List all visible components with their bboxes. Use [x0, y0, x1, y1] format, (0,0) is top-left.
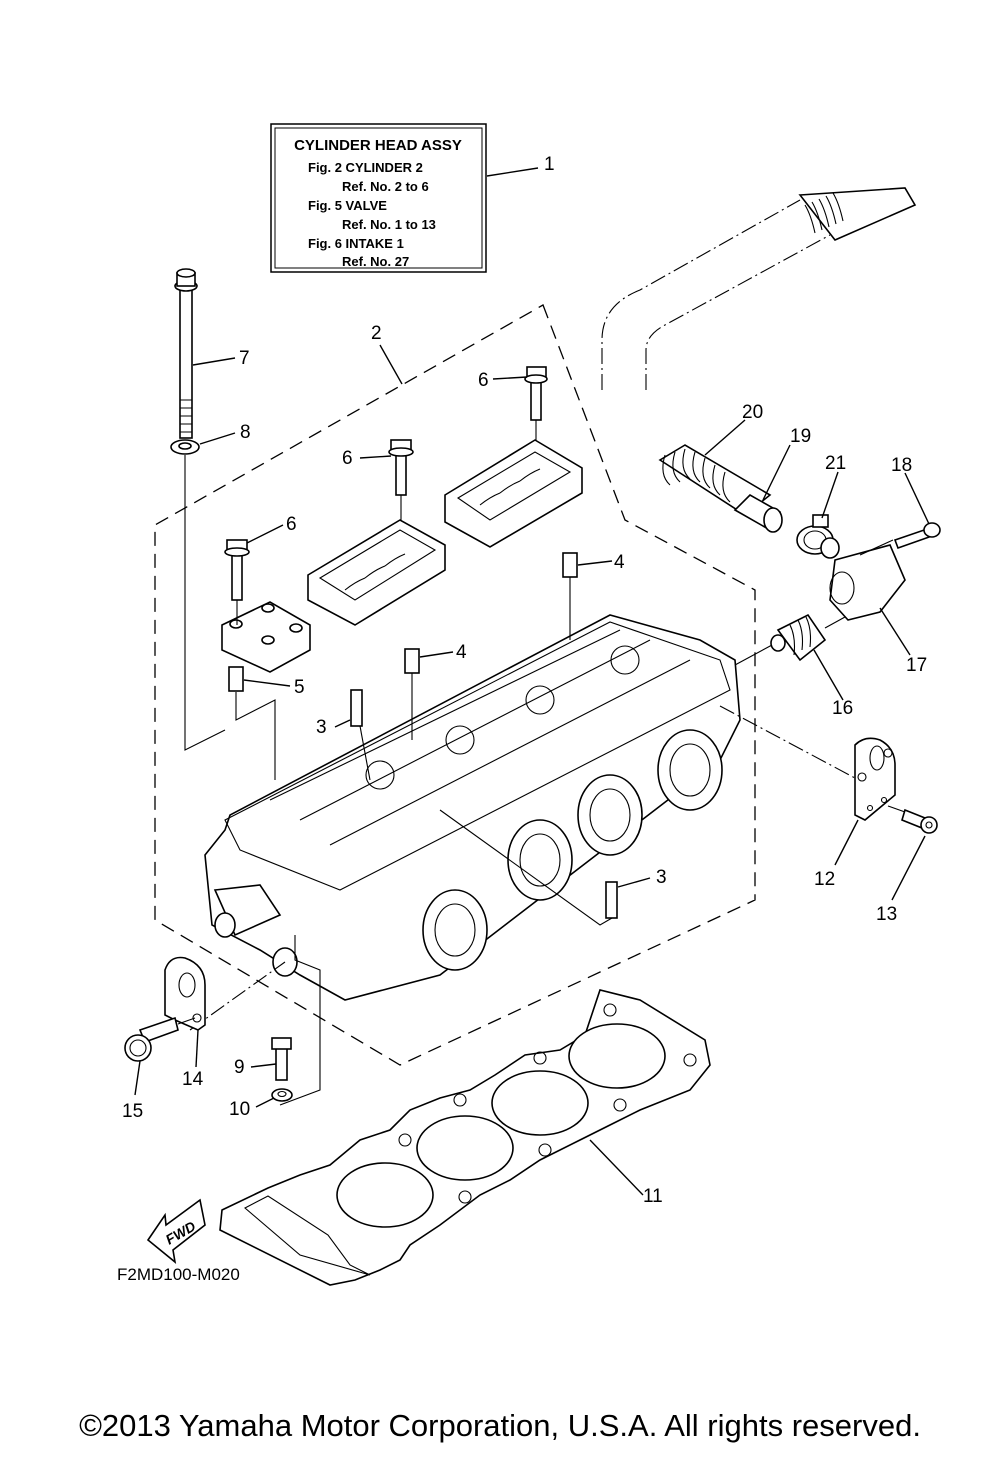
assembly-line-5	[235, 692, 276, 780]
forward-direction-arrow: FWD	[146, 1198, 206, 1264]
callout-2: 2	[371, 323, 382, 344]
assembly-line-14	[189, 961, 286, 1031]
callout-18: 18	[891, 455, 912, 476]
callout-17: 17	[906, 655, 927, 676]
assembly-line-9	[279, 935, 321, 1106]
callout-3a: 3	[316, 717, 327, 738]
cap-bolt	[224, 539, 250, 601]
water-hose	[601, 187, 917, 533]
assembly-line-15	[177, 1017, 196, 1025]
head-bolt-long	[174, 268, 198, 439]
leader-line-10	[255, 1097, 275, 1108]
callout-1: 1	[544, 154, 555, 175]
leader-line-5	[243, 679, 291, 687]
title-box-line-1: Fig. 2 CYLINDER 2	[308, 160, 423, 175]
head-gasket	[219, 989, 711, 1286]
leader-line-1	[486, 167, 539, 177]
callout-6a: 6	[478, 370, 489, 391]
leader-line-16	[813, 649, 844, 701]
leader-line-20	[704, 419, 746, 456]
callout-4b: 4	[456, 642, 467, 663]
leader-line-4a	[577, 560, 613, 566]
dowel-pin	[562, 552, 578, 578]
leader-line-6c	[246, 524, 284, 544]
thermostat	[770, 613, 827, 662]
cap-bolt	[388, 439, 414, 496]
assembly-line-17	[824, 616, 846, 629]
leader-line-17	[879, 607, 911, 656]
camshaft-cap-small	[221, 601, 311, 673]
callout-10: 10	[229, 1099, 250, 1120]
leader-line-8	[199, 432, 236, 445]
assembly-line-16	[734, 644, 773, 666]
washer	[170, 439, 200, 455]
title-box-line-2: Ref. No. 2 to 6	[342, 179, 429, 194]
leader-line-9	[250, 1063, 277, 1068]
callout-6b: 6	[342, 448, 353, 469]
callout-13: 13	[876, 904, 897, 925]
assembly-boundary	[154, 304, 756, 1066]
callout-12: 12	[814, 869, 835, 890]
callout-9: 9	[234, 1057, 245, 1078]
thermostat-cover-bolt	[893, 522, 941, 550]
leader-line-4b	[419, 651, 454, 658]
thermostat-cover	[820, 537, 906, 621]
callout-8: 8	[240, 422, 251, 443]
copyright-notice: ©2013 Yamaha Motor Corporation, U.S.A. A…	[79, 1408, 921, 1443]
leader-line-14	[195, 1029, 199, 1068]
leader-line-15	[134, 1060, 141, 1096]
title-box-line-3: Fig. 5 VALVE	[308, 198, 387, 213]
assembly-line-3b	[439, 809, 613, 926]
dowel-pin	[228, 666, 244, 692]
leader-line-21	[821, 471, 839, 519]
leader-line-2	[379, 344, 403, 385]
callout-numbers: 1 2 3 3 4 4 5 6 6 6 7 8 9 10 11 12 13 14…	[122, 154, 927, 1207]
callout-15: 15	[122, 1101, 143, 1122]
cylinder-head	[204, 614, 741, 1001]
callout-4a: 4	[614, 552, 625, 573]
callout-11: 11	[643, 1186, 663, 1207]
leader-line-3b	[617, 877, 651, 888]
cover-screw	[901, 808, 938, 834]
valve-guide	[605, 881, 618, 919]
callout-6c: 6	[286, 514, 297, 535]
bracket-bolt	[124, 1016, 179, 1062]
valve-guide	[350, 689, 363, 727]
leader-line-19	[762, 444, 791, 501]
dowel-pin	[404, 648, 420, 674]
leader-line-11	[589, 1139, 644, 1196]
camshaft-cap-middle	[307, 519, 446, 626]
callout-3b: 3	[656, 867, 667, 888]
title-box-line-6: Ref. No. 27	[342, 254, 409, 269]
title-box: CYLINDER HEAD ASSY Fig. 2 CYLINDER 2 Ref…	[270, 123, 487, 273]
leader-line-18	[904, 472, 930, 525]
cover-plate	[854, 737, 896, 821]
leader-line-3a	[334, 719, 351, 728]
title-box-heading: CYLINDER HEAD ASSY	[294, 137, 462, 154]
callout-21: 21	[825, 453, 846, 474]
figure-code: F2MD100-M020	[117, 1265, 240, 1284]
bracket-plate	[164, 956, 206, 1031]
callout-5: 5	[294, 677, 305, 698]
small-bolt	[271, 1037, 292, 1081]
assembly-line-3a	[359, 725, 371, 781]
small-washer	[271, 1088, 293, 1102]
callout-7: 7	[239, 348, 250, 369]
cap-bolt	[524, 366, 548, 421]
assembly-line-18	[859, 539, 894, 556]
title-box-line-5: Fig. 6 INTAKE 1	[308, 236, 404, 251]
callout-20: 20	[742, 402, 763, 423]
assembly-line-13	[887, 805, 906, 813]
leader-line-12	[834, 819, 859, 866]
title-box-line-4: Ref. No. 1 to 13	[342, 217, 436, 232]
callout-16: 16	[832, 698, 853, 719]
assembly-line-7	[184, 455, 226, 751]
camshaft-cap-rear	[444, 439, 583, 548]
leader-line-6a	[492, 376, 528, 380]
leader-line-7	[192, 357, 236, 366]
leader-line-6b	[359, 455, 392, 459]
callout-14: 14	[182, 1069, 204, 1090]
callout-19: 19	[790, 426, 811, 447]
leader-line-13	[891, 835, 926, 901]
